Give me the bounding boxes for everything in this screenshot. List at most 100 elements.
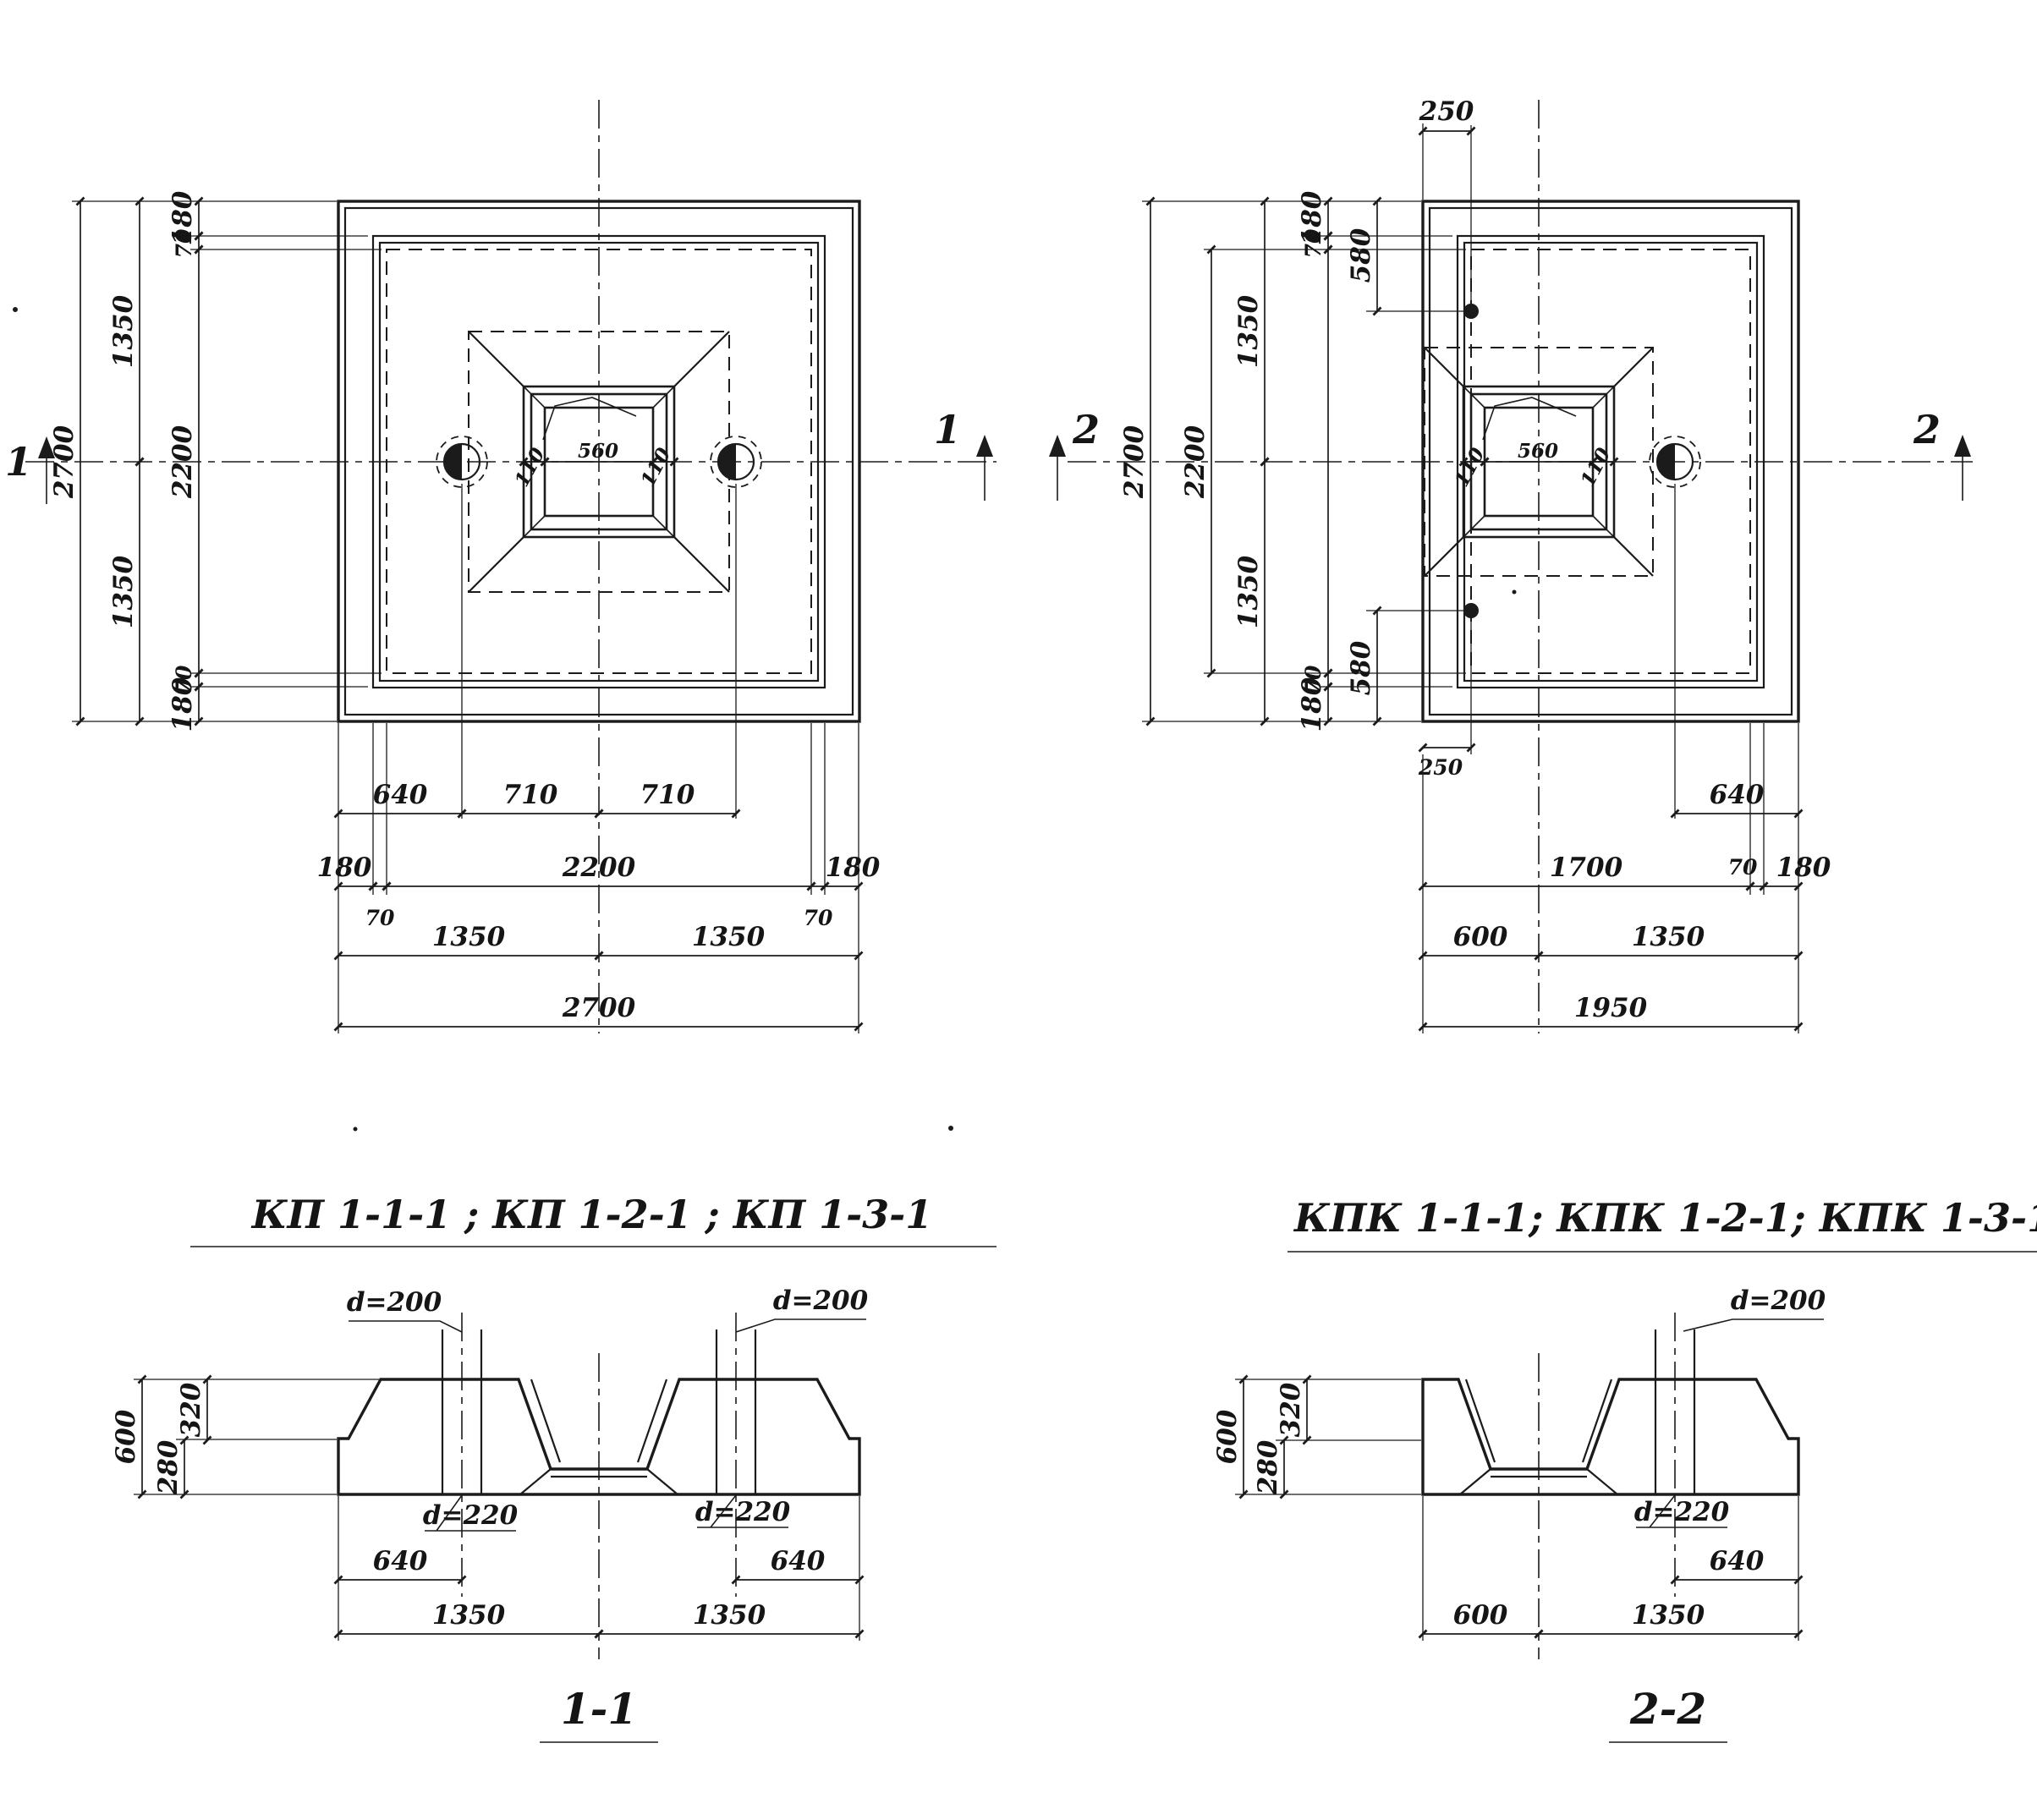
- dim-label: 1350: [692, 922, 766, 952]
- plan-kp-section-markers: 1 1: [5, 407, 993, 504]
- dim-label: 600: [111, 1409, 141, 1464]
- dim-label: 70: [172, 665, 196, 694]
- dim-label: 280: [153, 1439, 184, 1495]
- plan-kpk-centerlines: [1068, 100, 1973, 1033]
- dim-label: 180: [1297, 677, 1327, 732]
- dim-label: 640: [373, 780, 428, 810]
- titles: КП 1-1-1 ; КП 1-2-1 ; КП 1-3-1 КПК 1-1-1…: [190, 1192, 2037, 1253]
- section-2-pipes: [1538, 1313, 1696, 1659]
- dim-label: 2700: [49, 425, 80, 499]
- dim-label: 110: [636, 444, 675, 491]
- section-2-dims: 600 320 280 640 600 1350: [1212, 1374, 1804, 1641]
- dim-label: 2700: [1119, 425, 1150, 499]
- cup-scratch-mark: [542, 397, 637, 441]
- plan-kpk-dims-cup: 110 560 110: [1450, 440, 1619, 491]
- pipe-dia-label: d=220: [1634, 1497, 1730, 1527]
- dim-label: 640: [373, 1546, 428, 1576]
- dim-label: 180: [1776, 852, 1831, 883]
- dim-label: 600: [1453, 1600, 1508, 1631]
- section-profile: [1421, 1378, 1800, 1496]
- dim-label: 180: [167, 677, 198, 732]
- dim-label: 710: [503, 780, 558, 810]
- dim-label: 110: [510, 444, 549, 491]
- section-marker-label: 2: [1072, 407, 1100, 452]
- pipe-dia-label: d=220: [695, 1497, 791, 1527]
- dim-label: 1350: [1632, 1600, 1705, 1631]
- dim-label: 1700: [1550, 852, 1623, 883]
- dim-label: 710: [640, 780, 695, 810]
- pipe-dia-label: d=200: [1731, 1286, 1826, 1316]
- section-arrowhead-icon: [1954, 435, 1971, 457]
- section-marker-label: 1: [934, 407, 961, 452]
- section-arrowhead-icon: [976, 435, 993, 457]
- dim-label: 180: [1297, 190, 1327, 245]
- pipe-dia-label: d=200: [347, 1287, 442, 1318]
- dim-label: 560: [578, 440, 618, 463]
- plan-kp-dims-cup: 110 560 110: [510, 440, 679, 491]
- dim-label: 2700: [562, 993, 636, 1023]
- cup-scratch-mark: [1482, 397, 1577, 441]
- section-1-dims: 600 320 280 640 640 1350 1350: [111, 1374, 865, 1641]
- section-1-pipes: [441, 1313, 757, 1659]
- dim-label: 180: [826, 852, 881, 883]
- dim-label: 1350: [1632, 922, 1705, 952]
- pipe-dia-label: d=200: [773, 1286, 869, 1316]
- section-marker-label: 1: [5, 439, 32, 485]
- title-kp: КП 1-1-1 ; КП 1-2-1 ; КП 1-3-1: [250, 1192, 933, 1237]
- section-arrowhead-icon: [38, 436, 55, 458]
- section-1-1: d=200 d=200 d=220 d=220 600 320 280 640 …: [111, 1286, 869, 1743]
- dim-label: 70: [365, 906, 395, 930]
- dim-label: 600: [1212, 1409, 1243, 1464]
- dim-label: 70: [804, 906, 833, 930]
- dim-label: 640: [771, 1546, 826, 1576]
- dim-label: 110: [1576, 444, 1615, 491]
- plan-kpk-dims-left: 180 70 70 180 580 580 1350 1350 2200 270…: [1119, 190, 1466, 732]
- mounting-loop: [1463, 603, 1479, 618]
- pipe-dia-label: d=220: [423, 1500, 519, 1531]
- title-kpk: КПК 1-1-1; КПК 1-2-1; КПК 1-3-1: [1293, 1195, 2037, 1241]
- dim-label: 70: [1728, 855, 1758, 880]
- dim-label: 600: [1453, 922, 1508, 952]
- plan-kpk-section-markers: 2 2: [1049, 407, 1971, 501]
- dim-label: 70: [172, 228, 196, 258]
- dim-label: 280: [1253, 1439, 1283, 1495]
- plan-kp-dims-bottom: 640 710 710 180 2200 180 70 70 1350 1350…: [317, 723, 881, 1033]
- section-label: 1-1: [561, 1684, 637, 1734]
- plan-kpk-dims-bottom: 640 1700 70 180 600 1350 1950: [1418, 723, 1831, 1033]
- dim-label: 1350: [108, 555, 139, 628]
- dim-label: 180: [317, 852, 372, 883]
- plan-kpk-dims-top: 250 250: [1418, 96, 1476, 780]
- dim-label: 250: [1419, 96, 1474, 127]
- section-arrowhead-icon: [1049, 435, 1066, 457]
- section-2-2: d=200 d=220 600 320 280 640 600 1350 2-2: [1212, 1286, 1826, 1743]
- dim-label: 320: [1276, 1382, 1306, 1437]
- dim-label: 640: [1710, 1546, 1765, 1576]
- dim-label: 1950: [1574, 993, 1648, 1023]
- dim-label: 1350: [108, 294, 139, 368]
- dim-label: 560: [1518, 440, 1558, 463]
- dim-label: 180: [167, 190, 198, 245]
- dim-label: 2200: [1180, 425, 1211, 499]
- dim-label: 250: [1418, 755, 1463, 780]
- dim-label: 2200: [167, 425, 198, 499]
- dim-label: 110: [1450, 444, 1489, 491]
- plan-kp-centerlines: [25, 100, 997, 1033]
- section-marker-label: 2: [1913, 407, 1941, 452]
- dim-label: 1350: [693, 1600, 766, 1631]
- dim-label: 1350: [432, 1600, 506, 1631]
- plan-kp: 180 70 2200 70 180 1350 1350 2700 110 56…: [5, 100, 997, 1033]
- dim-label: 1350: [1233, 555, 1264, 628]
- paper-specks: [13, 307, 1517, 1132]
- section-2-pipe-labels: d=200 d=220: [1634, 1286, 1826, 1528]
- mounting-loop: [1463, 304, 1479, 319]
- dim-label: 70: [1301, 665, 1326, 694]
- dim-label: 580: [1346, 228, 1376, 282]
- section-1-pipe-labels: d=200 d=200 d=220 d=220: [347, 1286, 869, 1532]
- dim-label: 580: [1346, 640, 1376, 695]
- section-label: 2-2: [1629, 1684, 1706, 1734]
- plan-kpk: 180 70 70 180 580 580 1350 1350 2200 270…: [1049, 96, 1973, 1033]
- dim-label: 1350: [432, 922, 506, 952]
- dim-label: 320: [176, 1382, 206, 1437]
- dim-label: 640: [1710, 780, 1765, 810]
